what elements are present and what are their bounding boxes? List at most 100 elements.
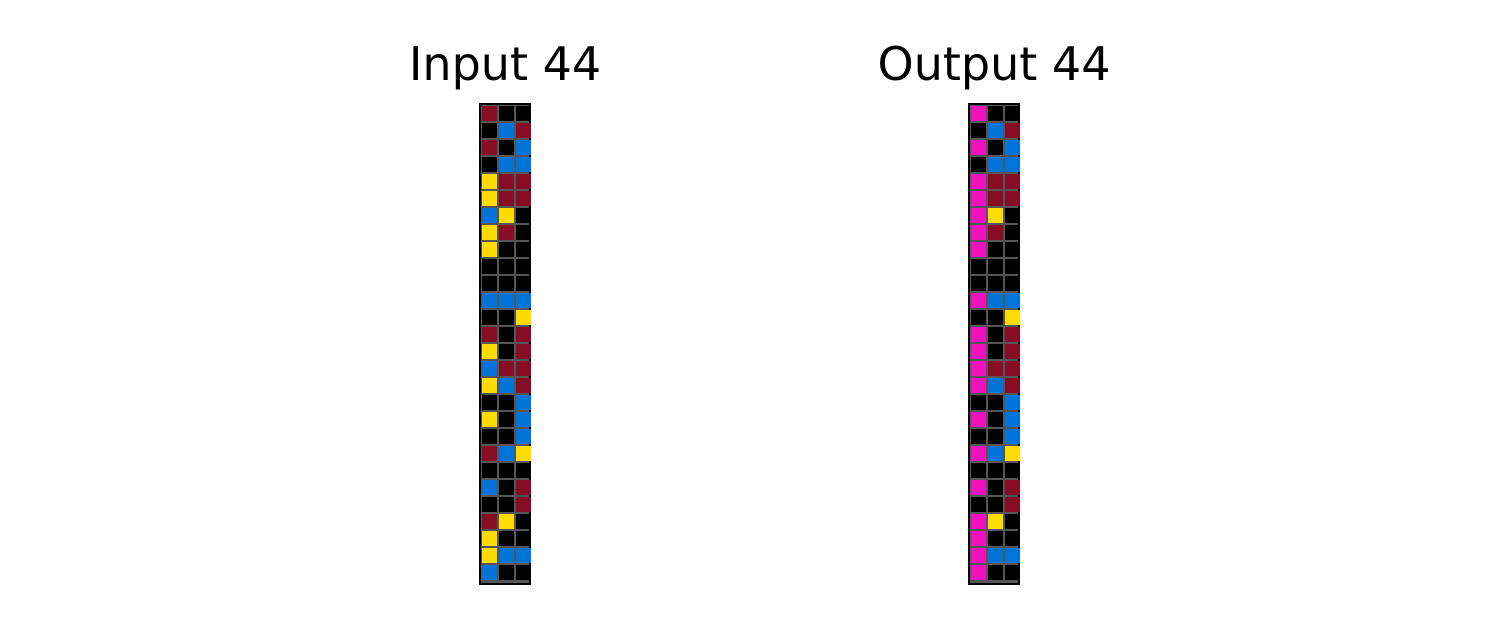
grid-cell bbox=[499, 446, 514, 461]
cell-grid bbox=[482, 106, 531, 580]
grid-cell bbox=[482, 565, 497, 580]
grid-cell bbox=[988, 378, 1003, 393]
grid-cell bbox=[971, 497, 986, 512]
grid-cell bbox=[499, 191, 514, 206]
grid-cell bbox=[971, 191, 986, 206]
grid-cell bbox=[1005, 531, 1020, 546]
grid-cell bbox=[1005, 191, 1020, 206]
grid-cell bbox=[499, 157, 514, 172]
grid-cell bbox=[499, 565, 514, 580]
grid-cell bbox=[971, 565, 986, 580]
grid-cell bbox=[499, 327, 514, 342]
grid-cell bbox=[499, 276, 514, 291]
grid-cell bbox=[499, 344, 514, 359]
grid-cell bbox=[1005, 276, 1020, 291]
grid-cell bbox=[1005, 412, 1020, 427]
grid-cell bbox=[482, 412, 497, 427]
grid-cell bbox=[1005, 225, 1020, 240]
grid-cell bbox=[516, 412, 531, 427]
grid-cell bbox=[482, 225, 497, 240]
grid-cell bbox=[516, 429, 531, 444]
grid-cell bbox=[1005, 480, 1020, 495]
grid-cell bbox=[482, 378, 497, 393]
grid-cell bbox=[516, 378, 531, 393]
grid-cell bbox=[971, 395, 986, 410]
grid-cell bbox=[988, 310, 1003, 325]
grid-cell bbox=[988, 565, 1003, 580]
grid-cell bbox=[499, 293, 514, 308]
grid-cell bbox=[988, 531, 1003, 546]
grid-cell bbox=[482, 293, 497, 308]
grid-cell bbox=[971, 276, 986, 291]
grid-cell bbox=[1005, 140, 1020, 155]
grid-cell bbox=[499, 310, 514, 325]
grid-cell bbox=[971, 225, 986, 240]
grid-cell bbox=[482, 531, 497, 546]
grid-cell bbox=[499, 106, 514, 121]
grid-cell bbox=[516, 140, 531, 155]
grid-cell bbox=[516, 157, 531, 172]
grid-cell bbox=[988, 106, 1003, 121]
grid-cell bbox=[988, 497, 1003, 512]
grid-cell bbox=[1005, 446, 1020, 461]
grid-cell bbox=[482, 429, 497, 444]
grid-cell bbox=[482, 259, 497, 274]
grid-cell bbox=[516, 395, 531, 410]
grid-cell bbox=[1005, 429, 1020, 444]
grid-cell bbox=[482, 157, 497, 172]
grid-cell bbox=[482, 514, 497, 529]
grid-cell bbox=[971, 208, 986, 223]
grid-cell bbox=[1005, 208, 1020, 223]
grid-cell bbox=[988, 429, 1003, 444]
grid-cell bbox=[988, 191, 1003, 206]
grid-cell bbox=[499, 514, 514, 529]
grid-cell bbox=[482, 395, 497, 410]
grid-cell bbox=[988, 361, 1003, 376]
grid-cell bbox=[971, 514, 986, 529]
grid-cell bbox=[971, 412, 986, 427]
grid-cell bbox=[971, 140, 986, 155]
grid-cell bbox=[971, 378, 986, 393]
grid-cell bbox=[1005, 157, 1020, 172]
grid-cell bbox=[971, 259, 986, 274]
grid-cell bbox=[988, 157, 1003, 172]
grid-cell bbox=[988, 242, 1003, 257]
grid-cell bbox=[516, 174, 531, 189]
grid-cell bbox=[516, 123, 531, 138]
grid-cell bbox=[482, 480, 497, 495]
grid-cell bbox=[516, 514, 531, 529]
grid-cell bbox=[482, 344, 497, 359]
grid-cell bbox=[499, 378, 514, 393]
grid-cell bbox=[988, 514, 1003, 529]
grid-cell bbox=[516, 327, 531, 342]
grid-cell bbox=[499, 140, 514, 155]
grid-cell bbox=[988, 412, 1003, 427]
grid-cell bbox=[516, 344, 531, 359]
grid-cell bbox=[971, 242, 986, 257]
grid-cell bbox=[971, 480, 986, 495]
grid-cell bbox=[971, 106, 986, 121]
grid-cell bbox=[499, 225, 514, 240]
grid-cell bbox=[988, 276, 1003, 291]
grid-cell bbox=[988, 293, 1003, 308]
input-title: Input 44 bbox=[408, 37, 602, 91]
grid-cell bbox=[499, 429, 514, 444]
grid-cell bbox=[516, 242, 531, 257]
grid-cell bbox=[1005, 106, 1020, 121]
grid-cell bbox=[482, 106, 497, 121]
grid-cell bbox=[499, 123, 514, 138]
grid-cell bbox=[988, 395, 1003, 410]
grid-cell bbox=[482, 276, 497, 291]
grid-cell bbox=[988, 480, 1003, 495]
grid-cell bbox=[988, 446, 1003, 461]
grid-cell bbox=[971, 327, 986, 342]
grid-cell bbox=[1005, 344, 1020, 359]
grid-cell bbox=[482, 446, 497, 461]
grid-cell bbox=[1005, 293, 1020, 308]
grid-cell bbox=[499, 174, 514, 189]
grid-cell bbox=[516, 106, 531, 121]
grid-cell bbox=[1005, 548, 1020, 563]
grid-cell bbox=[988, 259, 1003, 274]
grid-cell bbox=[516, 259, 531, 274]
grid-cell bbox=[1005, 123, 1020, 138]
